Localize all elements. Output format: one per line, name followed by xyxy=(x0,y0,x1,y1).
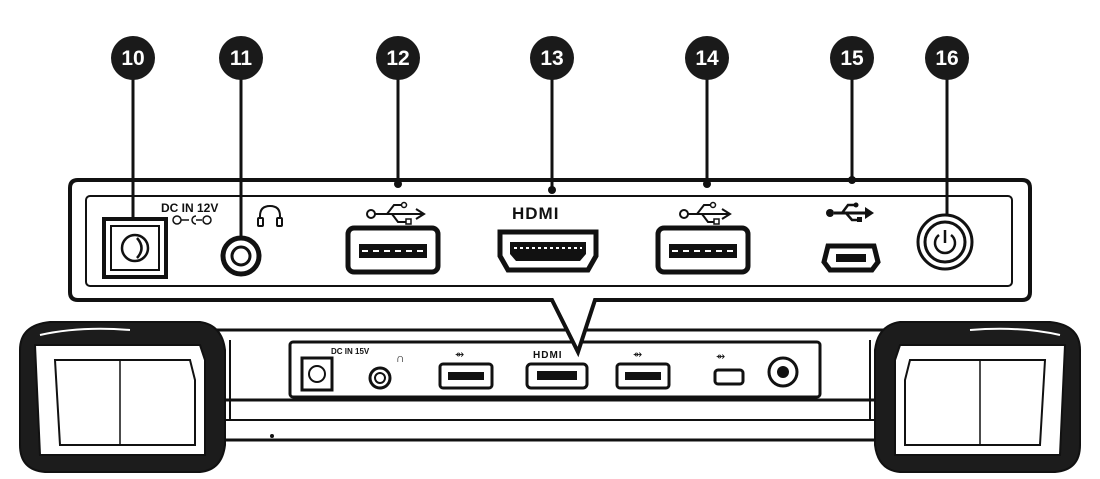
callout-11: 11 xyxy=(219,36,263,80)
callout-badge xyxy=(925,36,969,80)
callout-number: 11 xyxy=(230,47,253,70)
hdmi-label: HDMI xyxy=(512,204,559,223)
dc-in-small-label: DC IN 15V xyxy=(331,347,370,356)
callout-badge xyxy=(530,36,574,80)
dc-polarity-icon xyxy=(172,215,212,225)
callout-number: 14 xyxy=(695,47,719,70)
right-bumper xyxy=(874,321,1081,473)
headphone-jack xyxy=(220,235,262,277)
callout-badge xyxy=(111,36,155,80)
power-icon xyxy=(933,230,957,255)
dc-in-label: DC IN 12V xyxy=(161,201,218,215)
leader-dots xyxy=(394,176,856,194)
headphone-icon xyxy=(257,204,283,227)
callout-16: 16 xyxy=(925,36,969,80)
callout-number: 13 xyxy=(540,47,563,70)
callout-badge xyxy=(685,36,729,80)
mini-usb-port xyxy=(821,243,881,273)
callout-badge xyxy=(830,36,874,80)
callout-layer: 10 11 12 13 14 15 16 xyxy=(111,36,969,80)
callout-badge xyxy=(219,36,263,80)
usb-icon xyxy=(826,202,874,222)
callout-badge xyxy=(376,36,420,80)
callout-number: 15 xyxy=(840,47,864,70)
usb-port-2 xyxy=(655,225,751,275)
hdmi-port xyxy=(497,229,599,273)
callout-number: 12 xyxy=(386,47,409,70)
callout-14: 14 xyxy=(685,36,729,80)
zoom-panel: DC IN 12V xyxy=(68,77,1032,358)
callout-15: 15 xyxy=(830,36,874,80)
callout-12: 12 xyxy=(376,36,420,80)
callout-13: 13 xyxy=(530,36,574,80)
usb-icon xyxy=(679,201,732,225)
dc-in-port xyxy=(102,217,168,279)
usb-icon-small-1: ⇴ xyxy=(455,349,464,361)
headphone-icon-small: ∩ xyxy=(396,351,405,365)
usb-icon xyxy=(366,201,426,225)
usb-icon-small-2: ⇴ xyxy=(633,349,642,361)
device-port-strip: DC IN 15V ∩ ⇴ HDMI ⇴ ⇴ xyxy=(288,340,822,399)
callout-number: 16 xyxy=(935,47,958,70)
usb-icon-small-3: ⇴ xyxy=(716,351,725,363)
left-bumper xyxy=(19,321,226,473)
leader-lines xyxy=(131,77,949,236)
callout-number: 10 xyxy=(121,47,144,70)
device-body: DC IN 15V ∩ ⇴ HDMI ⇴ ⇴ xyxy=(19,321,1081,473)
callout-10: 10 xyxy=(111,36,155,80)
hdmi-label-small: HDMI xyxy=(533,350,563,361)
usb-port-1 xyxy=(345,225,441,275)
